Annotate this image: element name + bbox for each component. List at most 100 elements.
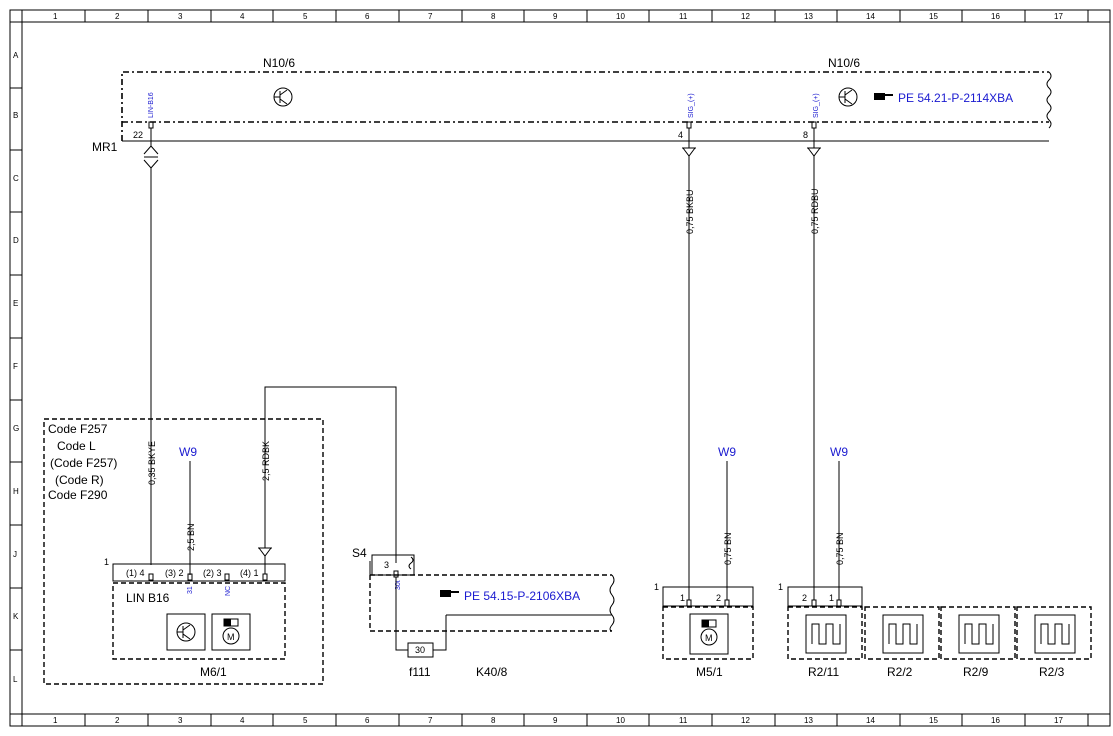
heater-module-box — [940, 606, 1016, 660]
grid-column-label: 12 — [741, 12, 750, 21]
s4-pin-30t: 30t — [395, 580, 402, 590]
m6-pin-31: 31 — [187, 586, 194, 594]
heater-module-box — [787, 606, 863, 660]
grid-row-label: J — [13, 550, 17, 559]
code-line: (Code R) — [55, 473, 104, 487]
reference-link-top[interactable]: PE 54.21-P-2114XBA — [898, 91, 1013, 105]
transistor-icon — [838, 87, 858, 107]
pin-number-4: 4 — [678, 130, 683, 140]
code-line: Code F257 — [48, 422, 108, 436]
module-label-n10-left: N10/6 — [263, 56, 295, 70]
r2-connector — [787, 586, 863, 607]
heater-module: R2/9 — [940, 606, 1016, 679]
pointing-hand-icon — [440, 590, 459, 597]
motor-icon: M — [222, 618, 240, 645]
heater-module-box — [1016, 606, 1092, 660]
heater-module: R2/11 — [787, 606, 863, 679]
heater-element-box — [958, 614, 1000, 654]
m6-motor-box — [211, 613, 251, 651]
grid-column-label: 13 — [804, 716, 813, 725]
m5-module-name: M5/1 — [696, 665, 723, 679]
m6-module-name: M6/1 — [200, 665, 227, 679]
reference-link-mid[interactable]: PE 54.15-P-2106XBA — [464, 589, 580, 603]
heater-icon — [811, 623, 841, 645]
pointing-hand-icon — [874, 93, 893, 100]
motor-icon: M — [700, 619, 718, 646]
grid-column-label: 14 — [866, 716, 875, 725]
grid-column-label: 10 — [616, 12, 625, 21]
frame-border — [9, 9, 1111, 727]
heater-element-box — [1034, 614, 1076, 654]
heater-icon — [1040, 623, 1070, 645]
grid-column-label: 12 — [741, 716, 750, 725]
heater-icon — [888, 623, 918, 645]
pin-number-22: 22 — [133, 130, 143, 140]
grid-column-label: 4 — [240, 716, 245, 725]
connector-symbol — [143, 145, 159, 169]
code-box — [43, 418, 324, 685]
heater-element-box — [882, 614, 924, 654]
code-line: (Code F257) — [50, 456, 117, 470]
m6-pin-label: (2) 3 — [203, 568, 222, 578]
connector-symbol — [258, 547, 272, 557]
svg-text:M: M — [227, 632, 235, 642]
wire-label-bkye: 0,35 BKYE — [147, 441, 157, 485]
m5-pin-2: 2 — [716, 593, 721, 603]
grid-column-label: 2 — [115, 12, 120, 21]
grid-column-label: 16 — [991, 12, 1000, 21]
module-label-k40: K40/8 — [476, 665, 508, 679]
grid-row-label: L — [13, 675, 18, 684]
grid-column-label: 3 — [178, 716, 183, 725]
heater-module: R2/3 — [1016, 606, 1092, 679]
grid-column-label: 11 — [679, 716, 688, 725]
m6-pin-nc: NC — [225, 586, 232, 596]
wire-label-bn-m5: 0,75 BN — [723, 532, 733, 565]
heater-module-name: R2/9 — [963, 665, 989, 679]
grid-column-label: 2 — [115, 716, 120, 725]
r2-pin-1: 1 — [829, 593, 834, 603]
transistor-icon — [273, 87, 293, 107]
grid-column-label: 15 — [929, 12, 938, 21]
m5-connector — [662, 586, 754, 607]
wire-label-bn-left: 2,5 BN — [186, 523, 196, 551]
connector-label-mr1: MR1 — [92, 140, 118, 154]
ground-w9-mid: W9 — [718, 445, 736, 459]
m6-transistor-box — [166, 613, 206, 651]
grid-column-label: 17 — [1054, 12, 1063, 21]
fuse-label-f111: f111 — [409, 665, 431, 679]
grid-column-label: 13 — [804, 12, 813, 21]
code-line: Code L — [57, 439, 96, 453]
s4-pin-3: 3 — [384, 560, 389, 570]
grid-column-label: 7 — [428, 716, 433, 725]
k40-module-box — [369, 574, 612, 632]
pin-label-sig-1: SIG_(+) — [688, 93, 695, 118]
ground-w9-left: W9 — [179, 445, 197, 459]
grid-row-label: E — [13, 299, 18, 308]
grid-column-label: 4 — [240, 12, 245, 21]
grid-column-label: 8 — [491, 716, 496, 725]
grid-row-label: D — [13, 236, 19, 245]
pin-number-8: 8 — [803, 130, 808, 140]
grid-column-label: 11 — [679, 12, 688, 21]
heater-module-name: R2/11 — [808, 665, 839, 679]
grid-row-label: G — [13, 424, 19, 433]
m6-pin-label: (1) 4 — [126, 568, 145, 578]
heater-module-name: R2/3 — [1039, 665, 1065, 679]
heater-icon — [964, 623, 994, 645]
heater-module-name: R2/2 — [887, 665, 913, 679]
grid-column-label: 14 — [866, 12, 875, 21]
grid-row-label: A — [13, 51, 19, 60]
module-label-n10-right: N10/6 — [828, 56, 860, 70]
n10-module-box — [121, 71, 1049, 141]
wire-label-bn-r2: 0,75 BN — [835, 532, 845, 565]
fuse-f111 — [407, 642, 434, 658]
m6-lin-label: LIN B16 — [126, 591, 170, 605]
wire-label-bkbu: 0,75 BKBU — [685, 189, 695, 234]
heater-module-box — [864, 606, 940, 660]
connector-symbol — [807, 147, 821, 157]
transistor-icon — [176, 622, 196, 642]
